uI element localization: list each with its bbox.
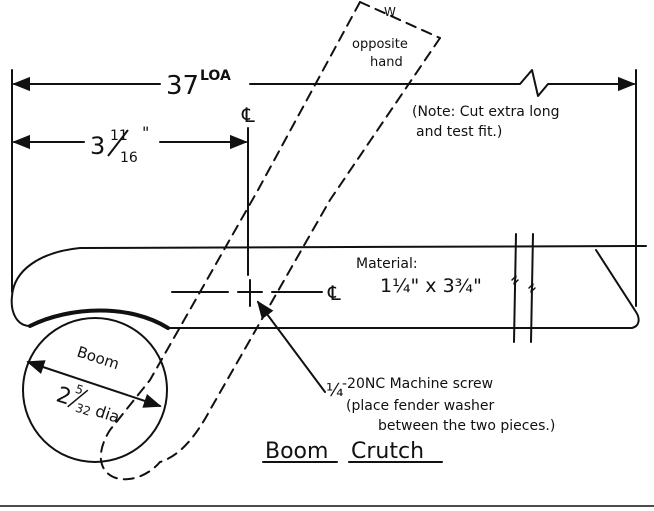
break-mark-2 — [528, 283, 536, 293]
loa-suffix: LOA — [200, 68, 231, 84]
note-line-2: and test fit.) — [416, 124, 502, 140]
screw-fraction: ¼ — [326, 380, 343, 401]
offset-num: 11 — [110, 128, 128, 144]
screw-line-1: -20NC Machine screw — [342, 376, 493, 392]
screw-leader — [256, 300, 326, 393]
boom-diameter-line — [26, 360, 162, 408]
boom-label: Boom — [75, 343, 122, 373]
break-mark-1 — [511, 275, 519, 285]
crutch-outline — [10, 247, 640, 329]
boom-dia-den: 32 — [74, 401, 93, 419]
material-label: Material: — [356, 256, 418, 272]
loa-dim-line-right — [249, 69, 636, 97]
centerline-symbol-top: ℄ — [241, 103, 255, 127]
opposite-hand-line-2: hand — [370, 55, 403, 70]
crutch-top-edge — [79, 245, 647, 249]
loa-value: 37 — [166, 71, 199, 101]
screw-line-2: (place fender washer — [346, 398, 495, 414]
screw-line-3: between the two pieces.) — [378, 418, 555, 434]
centerline-symbol-side: ℄ — [327, 281, 341, 305]
material-size: 1¼" x 3¾" — [380, 275, 482, 297]
break-line-1 — [513, 233, 517, 343]
title-word-1: Boom — [265, 439, 328, 464]
opposite-hand-line-1: opposite — [352, 37, 408, 52]
boom-dia-num: 5 — [74, 382, 86, 398]
boom-dia-suffix: dia — [93, 401, 122, 427]
svg-text:": " — [142, 123, 149, 142]
boom-cradle-arc — [28, 308, 170, 330]
note-line-1: (Note: Cut extra long — [412, 104, 560, 120]
opposite-hand-prefix: W — [384, 5, 396, 19]
opposite-hand-outline — [99, 1, 441, 481]
offset-whole: 3 — [90, 132, 105, 160]
title-word-2: Crutch — [351, 439, 424, 464]
boom-circle — [22, 317, 168, 463]
offset-den: 16 — [120, 150, 138, 166]
boom-dia-whole: 2 — [53, 382, 74, 410]
